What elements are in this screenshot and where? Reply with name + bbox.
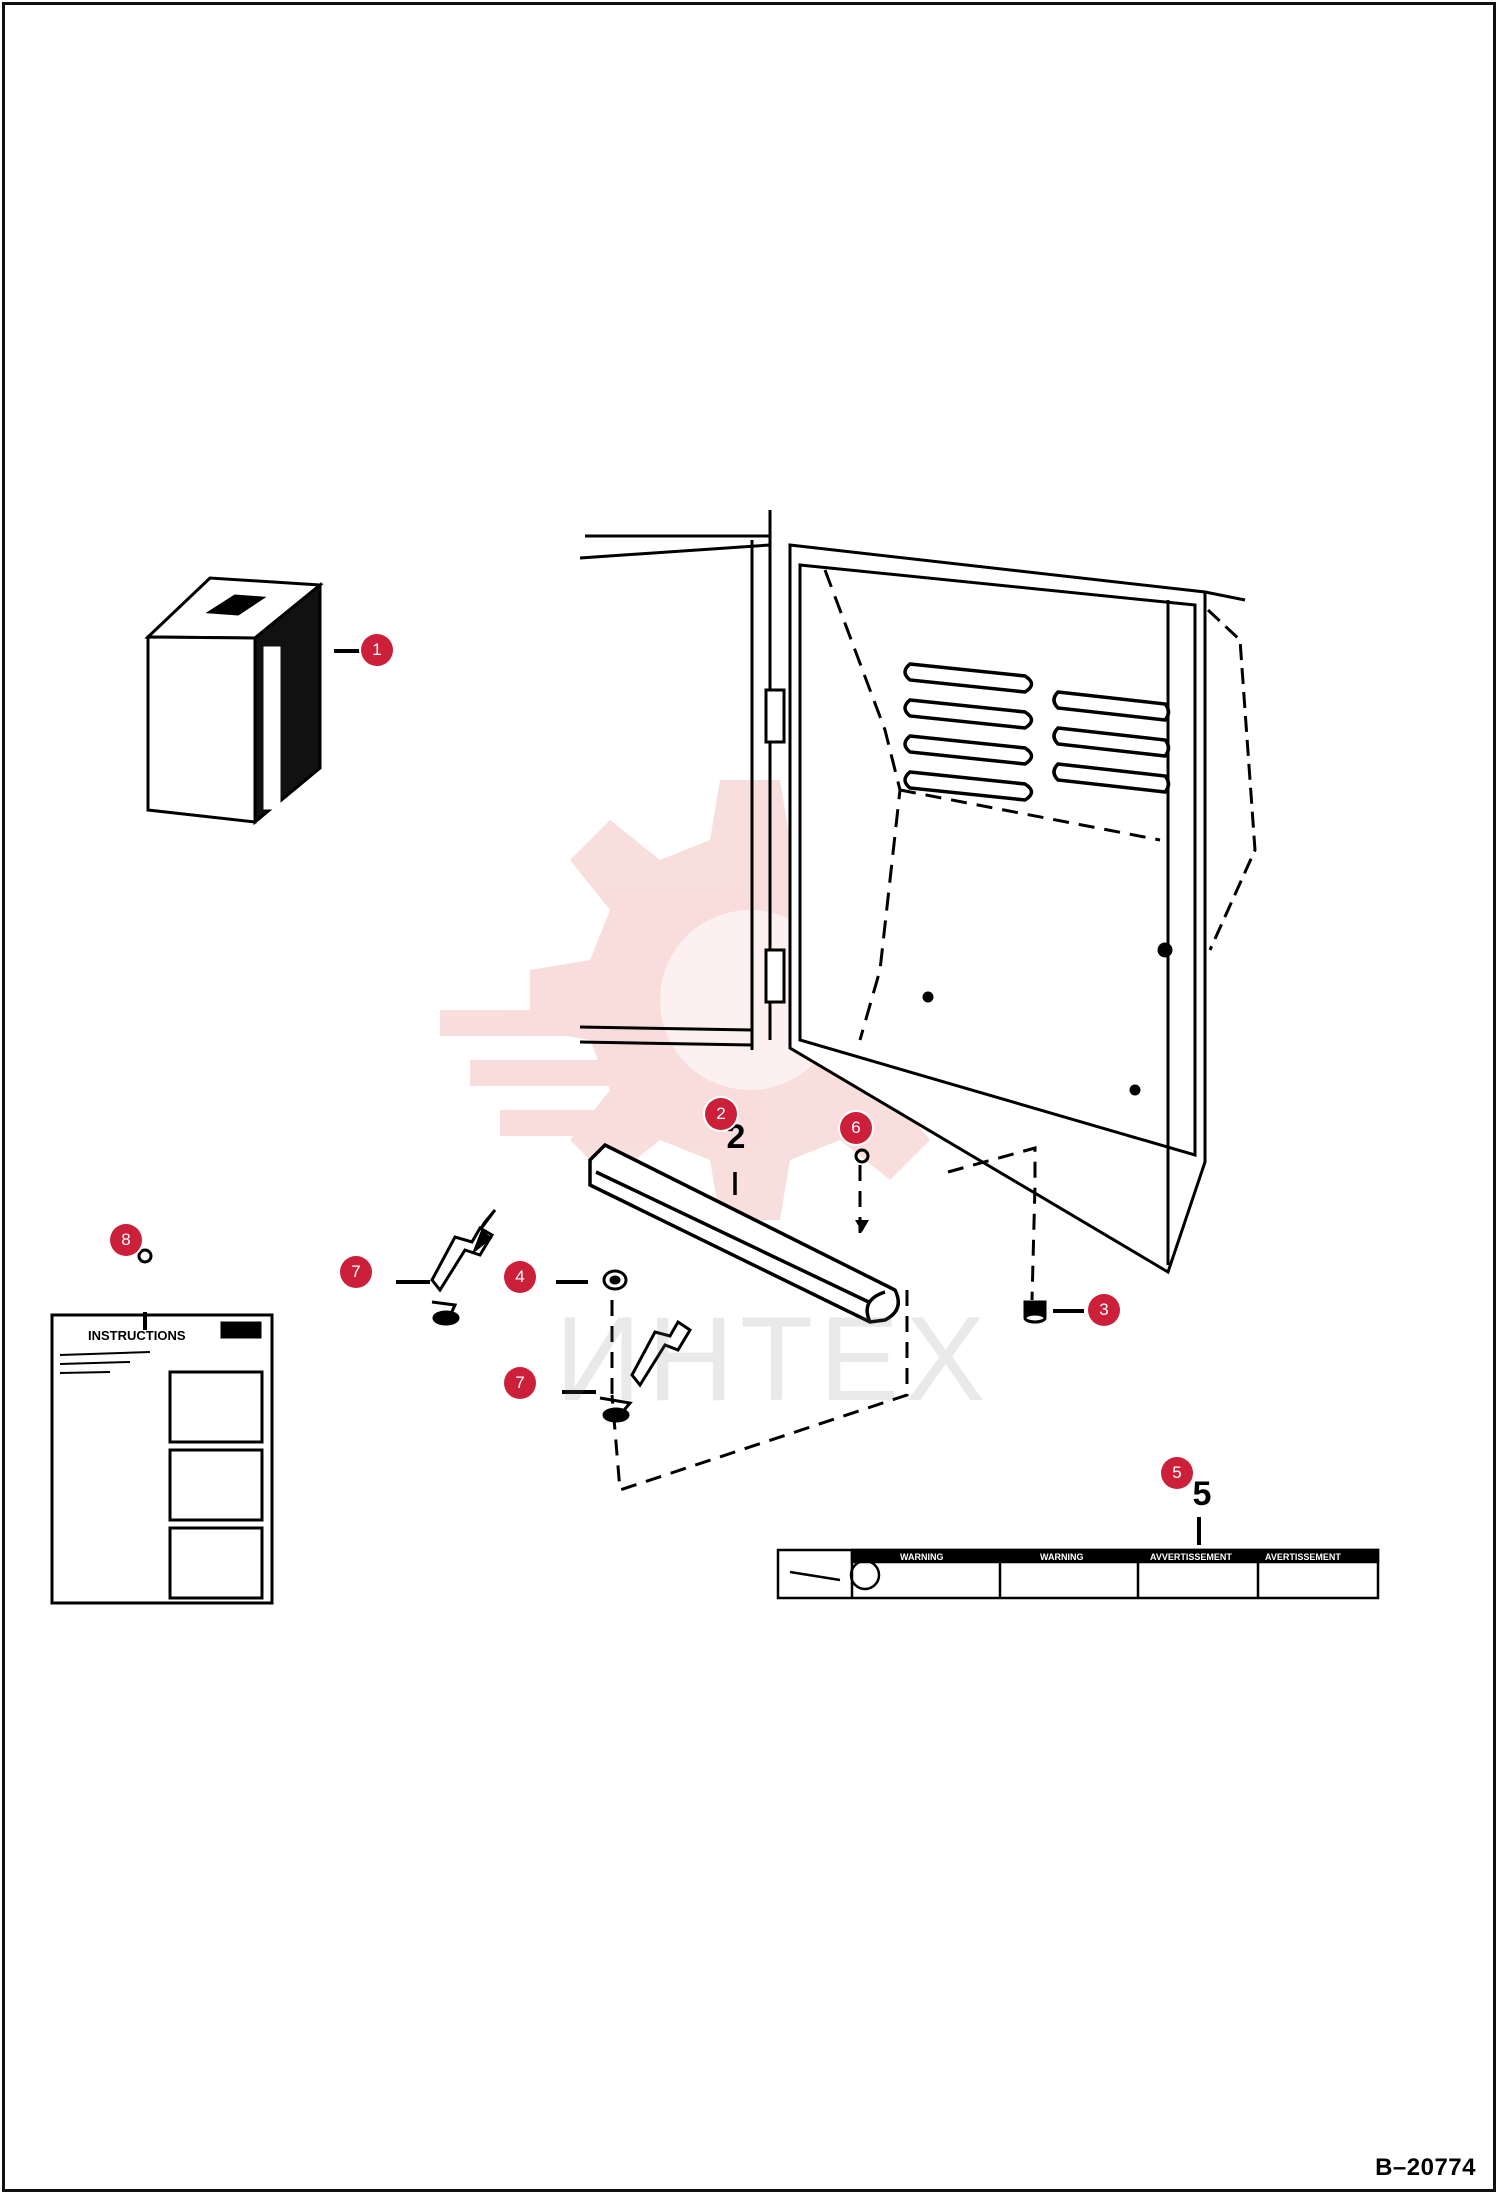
decal-heading-1: WARNING (900, 1552, 944, 1562)
callout-3[interactable]: 3 (1088, 1294, 1120, 1326)
part-1-box (144, 576, 364, 826)
part-7-latch-upper (396, 1209, 497, 1326)
callout-2[interactable]: 2 (705, 1098, 737, 1130)
part-4-nut (556, 1269, 628, 1291)
decal-heading-3: AVVERTISSEMENT (1150, 1552, 1232, 1562)
part-5-decal (776, 1517, 1380, 1600)
part-6-fastener (854, 1148, 870, 1232)
part-door-assembly (579, 510, 1257, 1275)
callout-6[interactable]: 6 (840, 1112, 872, 1144)
callout-5[interactable]: 5 (1161, 1457, 1193, 1489)
part-7-latch-lower (562, 1319, 693, 1423)
callout-1[interactable]: 1 (361, 634, 393, 666)
part-8-instructions-card (50, 1248, 274, 1605)
callout-7a[interactable]: 7 (340, 1256, 372, 1288)
part-2-channel (588, 1142, 901, 1324)
callout-4[interactable]: 4 (504, 1261, 536, 1293)
instructions-card-title: INSTRUCTIONS (88, 1328, 186, 1343)
part-3-bolt (1023, 1300, 1084, 1324)
decal-heading-4: AVERTISSEMENT (1265, 1552, 1341, 1562)
part-number-2: 2 (727, 1118, 746, 1156)
watermark-text: ИНТЕХ (555, 1292, 992, 1426)
diagram-id: B–20774 (1375, 2154, 1476, 2181)
decal-heading-2: WARNING (1040, 1552, 1084, 1562)
part-number-5: 5 (1193, 1475, 1212, 1513)
callout-8[interactable]: 8 (110, 1224, 142, 1256)
callout-7b[interactable]: 7 (504, 1367, 536, 1399)
